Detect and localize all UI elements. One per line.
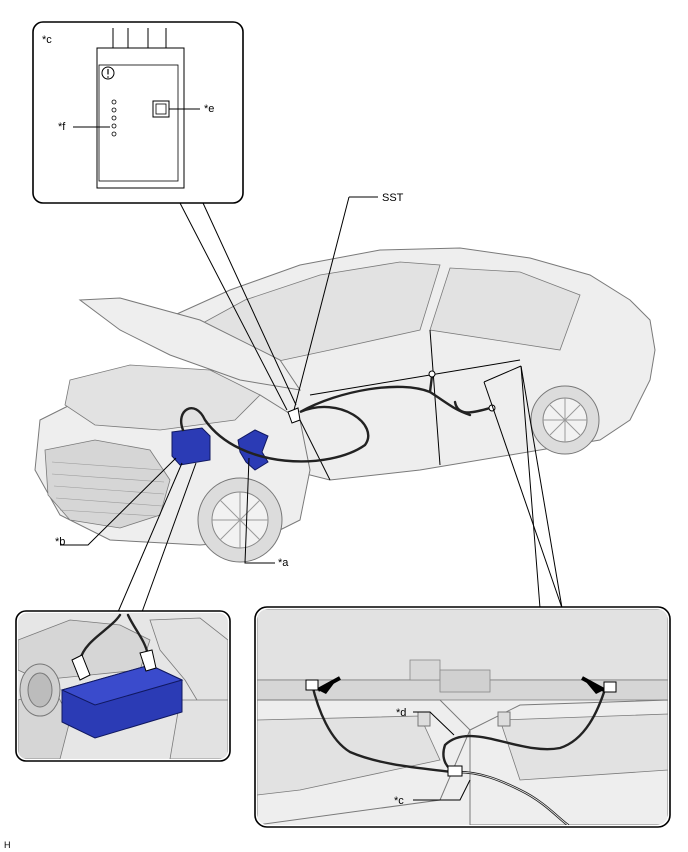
arrow-right [586,682,604,694]
label-e: *e [204,103,214,115]
label-c-bottom: *c [394,795,404,807]
label-d: *d [396,707,406,719]
rear-seat-detail-panel: *d *c [254,606,671,828]
label-b: *b [55,536,65,548]
battery-blue-part [171,427,211,466]
figure-code: H [4,840,11,850]
label-f: *f [58,121,66,133]
rear-wheel-spokes [543,398,587,442]
indicator-leds [111,99,117,137]
label-a: *a [278,557,289,569]
label-c-top: *c [42,34,52,46]
warning-icon [101,66,115,80]
grille-lines [51,461,165,517]
label-sst: SST [382,192,404,204]
front-wheel-spokes [212,492,268,548]
component-a-blue-part [237,429,269,471]
battery-detail-panel [15,610,231,762]
vehicle-illustration [34,247,656,563]
tester-detail-panel: *c *e *f [32,21,244,204]
